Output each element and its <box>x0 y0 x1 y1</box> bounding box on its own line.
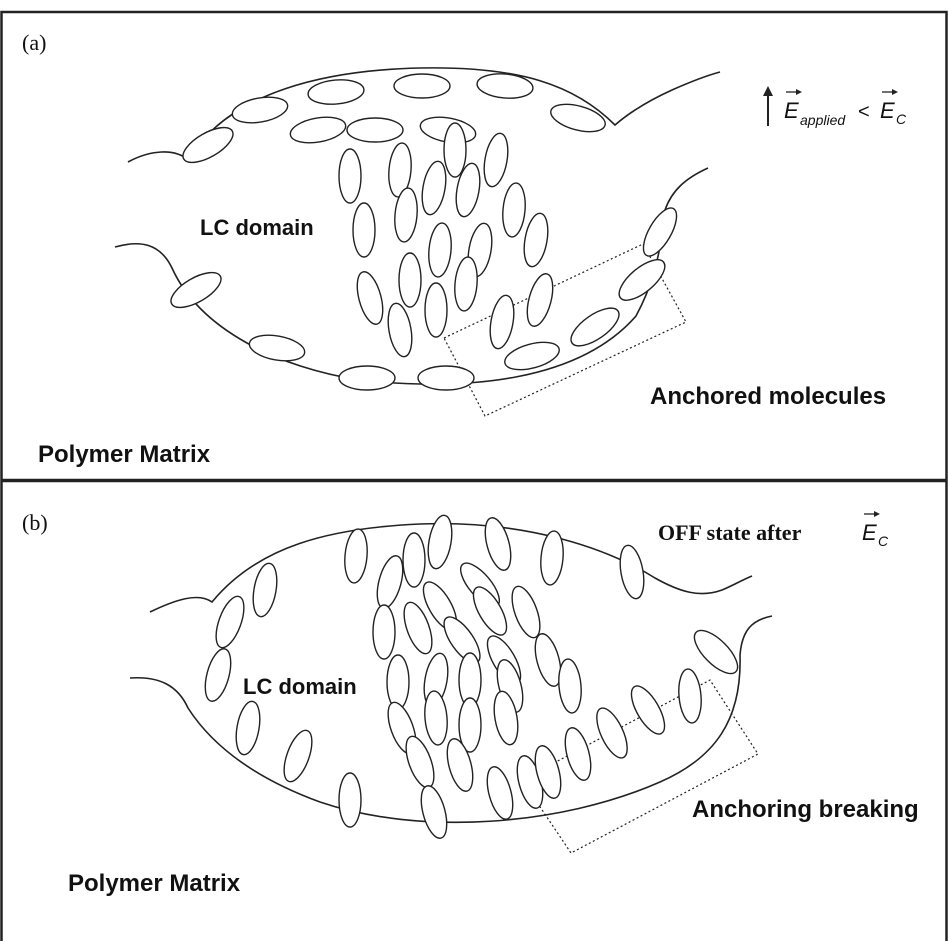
panel-a: (a) E applied < E C LC domain Anchored m… <box>0 0 948 480</box>
lc-molecule <box>373 605 395 659</box>
lc-molecule <box>394 74 450 98</box>
lc-molecule <box>423 690 450 746</box>
lc-molecule <box>557 658 584 714</box>
lc-molecule <box>480 132 511 189</box>
lc-molecule <box>347 118 403 142</box>
lc-molecule <box>416 783 451 841</box>
lc-molecule <box>399 253 421 307</box>
lc-molecule <box>288 113 347 146</box>
lc-molecule <box>200 646 235 704</box>
lc-molecule <box>424 514 455 571</box>
svg-text:C: C <box>878 533 889 549</box>
lc-molecule <box>502 337 562 375</box>
lc-molecule <box>506 583 545 641</box>
svg-text:E: E <box>862 520 877 545</box>
lc-molecule <box>539 530 566 586</box>
svg-text:<: < <box>858 101 870 123</box>
lc-molecule <box>480 515 515 573</box>
lc-molecule <box>339 773 361 827</box>
lc-molecule <box>425 283 447 337</box>
svg-text:E: E <box>880 98 895 123</box>
lc-molecule <box>482 764 517 822</box>
lc-molecule <box>427 222 454 278</box>
lc-molecule <box>339 366 395 390</box>
panel-b-tag: (b) <box>22 510 48 535</box>
lc-molecule <box>307 78 365 107</box>
lc-molecule <box>232 700 263 757</box>
lc-molecule <box>613 253 671 307</box>
lc-molecule <box>403 533 425 587</box>
lc-molecule <box>343 528 370 584</box>
lc-molecule <box>616 544 647 601</box>
lc-molecule <box>178 121 238 170</box>
lc-molecule <box>387 655 409 709</box>
field-arrow-icon <box>763 86 773 126</box>
lc-molecule <box>591 704 634 762</box>
lc-molecule <box>339 149 361 203</box>
off-state-label: OFF state after E C <box>658 511 889 549</box>
lc-molecule <box>565 301 625 353</box>
applied-field-label: E applied < E C <box>784 89 907 128</box>
lc-molecule <box>688 624 745 681</box>
panel-a-matrix-label: Polymer Matrix <box>38 441 211 468</box>
lc-molecule <box>247 331 306 364</box>
panel-a-tag: (a) <box>22 30 46 55</box>
lc-molecule <box>560 725 595 783</box>
panel-b-domain-label: LC domain <box>243 674 357 699</box>
panel-a-domain-label: LC domain <box>200 215 314 240</box>
lc-molecule <box>501 182 528 238</box>
anchored-molecules-label: Anchored molecules <box>650 383 886 410</box>
lc-molecule <box>418 160 449 217</box>
lc-molecule <box>418 366 474 390</box>
lc-molecule <box>230 93 289 126</box>
svg-text:C: C <box>896 111 907 127</box>
svg-text:OFF state after: OFF state after <box>658 520 802 545</box>
lc-molecule <box>352 269 387 327</box>
lc-molecule <box>637 203 683 261</box>
lc-molecule <box>520 212 551 269</box>
panel-b-matrix-label: Polymer Matrix <box>68 870 241 897</box>
lc-molecule <box>453 256 480 312</box>
lc-molecule <box>353 203 375 257</box>
lc-molecule <box>249 562 280 619</box>
svg-text:E: E <box>784 98 799 123</box>
lc-molecule <box>210 593 249 651</box>
lc-molecule <box>486 294 517 351</box>
lc-molecule <box>625 681 671 739</box>
panel-b: (b) OFF state after E C LC domain Anchor… <box>0 480 948 941</box>
lc-molecule <box>522 271 557 329</box>
lc-molecule <box>278 727 317 785</box>
lc-molecule <box>444 123 466 177</box>
lc-molecule <box>677 668 704 724</box>
anchoring-breaking-label: Anchoring breaking <box>692 796 919 823</box>
lc-molecule <box>384 302 415 359</box>
svg-text:applied: applied <box>800 112 846 128</box>
lc-molecule <box>548 99 608 137</box>
lc-molecule <box>476 72 534 101</box>
